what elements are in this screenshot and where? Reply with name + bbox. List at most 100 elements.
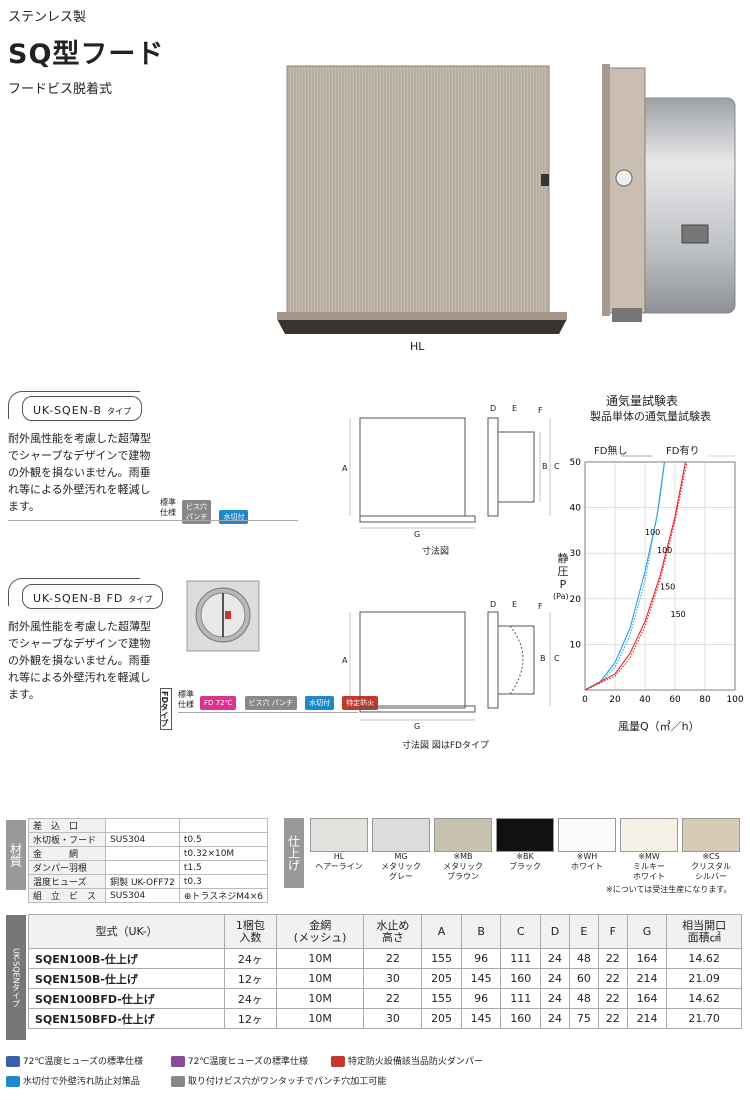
swatch-label: HL ヘアーライン <box>315 852 363 871</box>
dim-G-2: G <box>414 722 421 731</box>
spec-cell <box>105 818 180 833</box>
badge-drip: 水切付 <box>219 510 249 524</box>
dim-G-1: G <box>414 530 421 539</box>
footer-legend: 72℃温度ヒューズの標準仕様 72℃温度ヒューズの標準仕様 特定防火設備該当品防… <box>6 1054 746 1094</box>
table-cell: 21.70 <box>666 1008 742 1029</box>
column-header: B <box>460 914 502 949</box>
spec-cell: 温度ヒューズ <box>27 874 107 889</box>
table-cell: 10M <box>275 948 365 969</box>
swatch-color <box>620 818 678 852</box>
table-cell: 10M <box>275 968 365 989</box>
table-cell: 145 <box>460 1008 502 1029</box>
badge-drip-2: 水切付 <box>305 696 335 710</box>
drawing-caption-2: 寸法図 図はFDタイプ <box>402 741 489 751</box>
table-cell: 111 <box>500 948 542 969</box>
table-cell: 214 <box>626 968 668 989</box>
underline-1 <box>8 520 298 521</box>
swatch-color <box>434 818 492 852</box>
dim-F-2: F <box>538 602 543 611</box>
column-header: G <box>626 914 668 949</box>
table-cell: 30 <box>363 1008 423 1029</box>
product-photo-side <box>600 60 745 340</box>
table-cell: 214 <box>626 1008 668 1029</box>
column-header: 相当開口 面積㎠ <box>666 914 742 949</box>
table-cell: 21.09 <box>666 968 742 989</box>
std-label-1: 標準 仕様 <box>160 498 176 517</box>
spec-cell: 水切板・フード <box>27 832 107 847</box>
type-desc-2: 耐外風性能を考慮した超薄型でシャープなデザインで建物の外観を損ないません。雨垂れ… <box>8 620 151 701</box>
footer-item: 72℃温度ヒューズの標準仕様 <box>171 1054 308 1067</box>
table-cell: 22 <box>597 968 628 989</box>
y-tick-label: 20 <box>570 595 582 605</box>
swatch-label: MG メタリック グレー <box>381 852 421 881</box>
column-header: 水止め 高さ <box>363 914 423 949</box>
table-cell: 164 <box>626 988 668 1009</box>
spec-cell: t0.32×10M <box>178 846 269 861</box>
spec-cell: SUS304 <box>105 832 180 847</box>
dim-D-1: D <box>490 404 497 413</box>
swatch-item: ※BK ブラック <box>496 818 554 872</box>
dimension-drawing-2: A G D E F B C <box>340 598 565 738</box>
table-cell: 205 <box>421 968 462 989</box>
chart-xlabel: 風量Q（㎥／h） <box>618 720 700 733</box>
chart-title: 通気量試験表 <box>606 394 679 408</box>
swatch-label: ※MB メタリック ブラウン <box>443 852 483 881</box>
type-bracket-1 <box>8 391 140 419</box>
x-tick-label: 0 <box>582 695 588 705</box>
spec-cell: SUS304 <box>105 888 180 903</box>
table-cell: 96 <box>460 948 502 969</box>
table-cell: 22 <box>597 988 628 1009</box>
main-side-label: UK-SQENタイプ <box>6 915 26 1040</box>
footer-icon <box>331 1056 345 1067</box>
finish-side-label: 仕上げ <box>284 818 304 888</box>
footer-icon <box>6 1076 20 1087</box>
legend-fd-none: FD無し <box>594 446 628 457</box>
swatch-label: ※BK ブラック <box>509 852 541 871</box>
product-photo-front <box>277 64 567 344</box>
x-tick-label: 100 <box>726 695 743 705</box>
spec-cell: t0.3 <box>178 874 269 889</box>
table-cell: 111 <box>500 988 542 1009</box>
table-cell: SQEN100BFD-仕上げ <box>27 988 226 1009</box>
spec-cell: ⊕トラスネジM4×6 <box>178 888 269 903</box>
chart-subtitle: 製品単体の通気量試験表 <box>590 410 711 423</box>
type-bracket-2 <box>8 578 140 606</box>
table-cell: 24 <box>540 988 570 1009</box>
table-cell: 10M <box>275 1008 365 1029</box>
table-cell: 22 <box>597 948 628 969</box>
dim-C-2: C <box>554 654 560 663</box>
footer-text: 水切付で外壁汚れ防止対策品 <box>20 1077 140 1087</box>
photo-caption: HL <box>410 340 425 353</box>
footer-text: 72℃温度ヒューズの標準仕様 <box>20 1057 143 1067</box>
dim-B-1: B <box>542 462 548 471</box>
table-cell: SQEN150BFD-仕上げ <box>27 1008 226 1029</box>
spec-cell: 組 立 ビ ス <box>27 888 107 903</box>
plot-frame <box>584 461 736 691</box>
footer-item: 特定防火設備該当品防火ダンパー <box>331 1054 483 1067</box>
spec-cell <box>178 818 269 833</box>
table-cell: 14.62 <box>666 988 742 1009</box>
x-tick-label: 20 <box>609 695 621 705</box>
page-subtitle: フードビス脱着式 <box>8 82 113 97</box>
spec-cell: t0.5 <box>178 832 269 847</box>
table-cell: 24ヶ <box>224 988 277 1009</box>
table-cell: 12ヶ <box>224 968 277 989</box>
drawing-caption-1: 寸法図 <box>422 547 450 557</box>
column-header: C <box>500 914 542 949</box>
swatch-color <box>682 818 740 852</box>
table-cell: 160 <box>500 968 542 989</box>
dim-F-1: F <box>538 406 543 415</box>
table-cell: 24 <box>540 968 570 989</box>
table-cell: 22 <box>363 948 423 969</box>
swatch-color <box>496 818 554 852</box>
footer-item: 取り付けビス穴がワンタッチでパンチ穴加工可能 <box>171 1074 386 1087</box>
table-cell: 160 <box>500 1008 542 1029</box>
column-header: 1梱包 入数 <box>224 914 277 949</box>
